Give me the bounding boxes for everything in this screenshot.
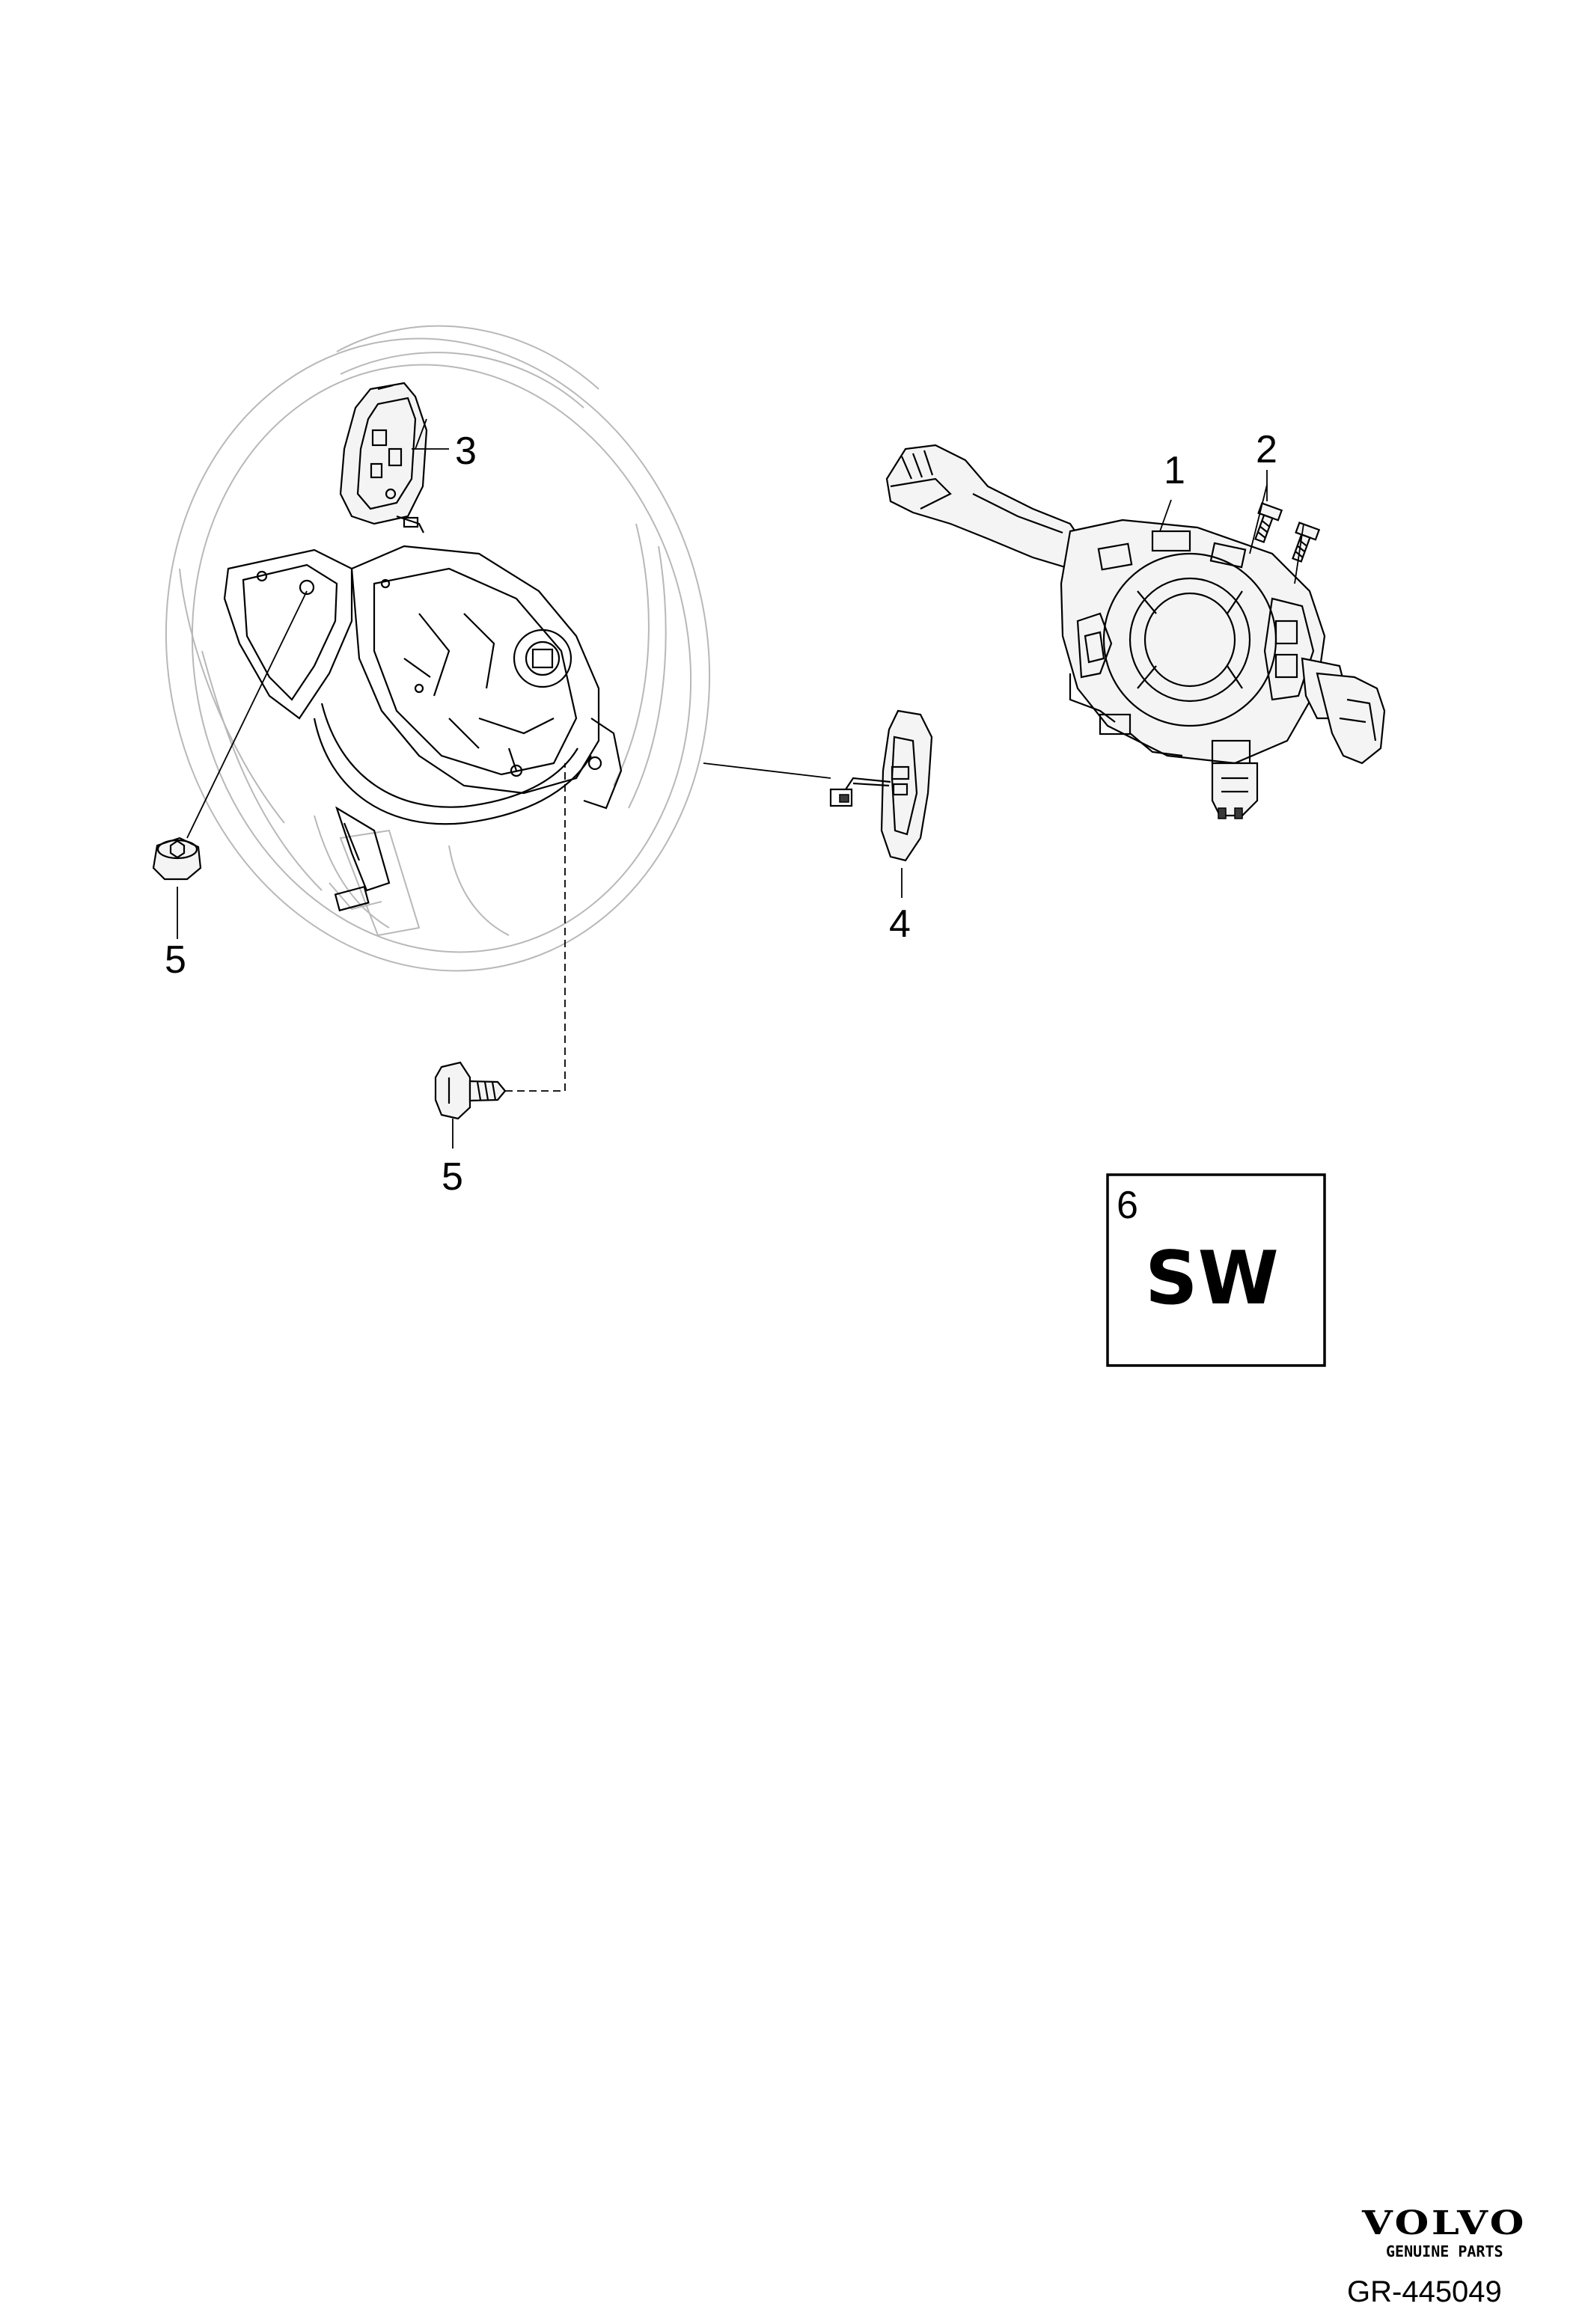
volvo-genuine-parts-logo: VOLVO GENUINE PARTS [1361,2204,1527,2260]
callout-5-left: 5 [165,938,186,982]
leader-lines [177,418,1304,1149]
callout-4: 4 [889,902,911,946]
callout-3: 3 [455,429,477,473]
part-4-paddle [829,709,933,862]
callout-1: 1 [1164,449,1185,492]
callout-5-bottom: 5 [442,1155,463,1199]
part-5-bolt-bottom [434,1061,507,1120]
part-5-bolt-left [152,837,202,881]
sw-info-box: 6 SW [1106,1173,1326,1367]
brand-tagline: GENUINE PARTS [1386,2242,1503,2260]
reference-number: GR-445049 [1347,2275,1502,2308]
steering-wheel-hub [223,545,623,912]
steering-wheel-illustration [165,325,711,972]
callout-2: 2 [1256,428,1277,471]
part-1-column-switch [885,444,1386,819]
part-3-switch-module [339,382,428,533]
sw-box-number: 6 [1117,1184,1138,1227]
brand-name: VOLVO [1361,2204,1527,2242]
sw-box-label: SW [1145,1236,1279,1321]
